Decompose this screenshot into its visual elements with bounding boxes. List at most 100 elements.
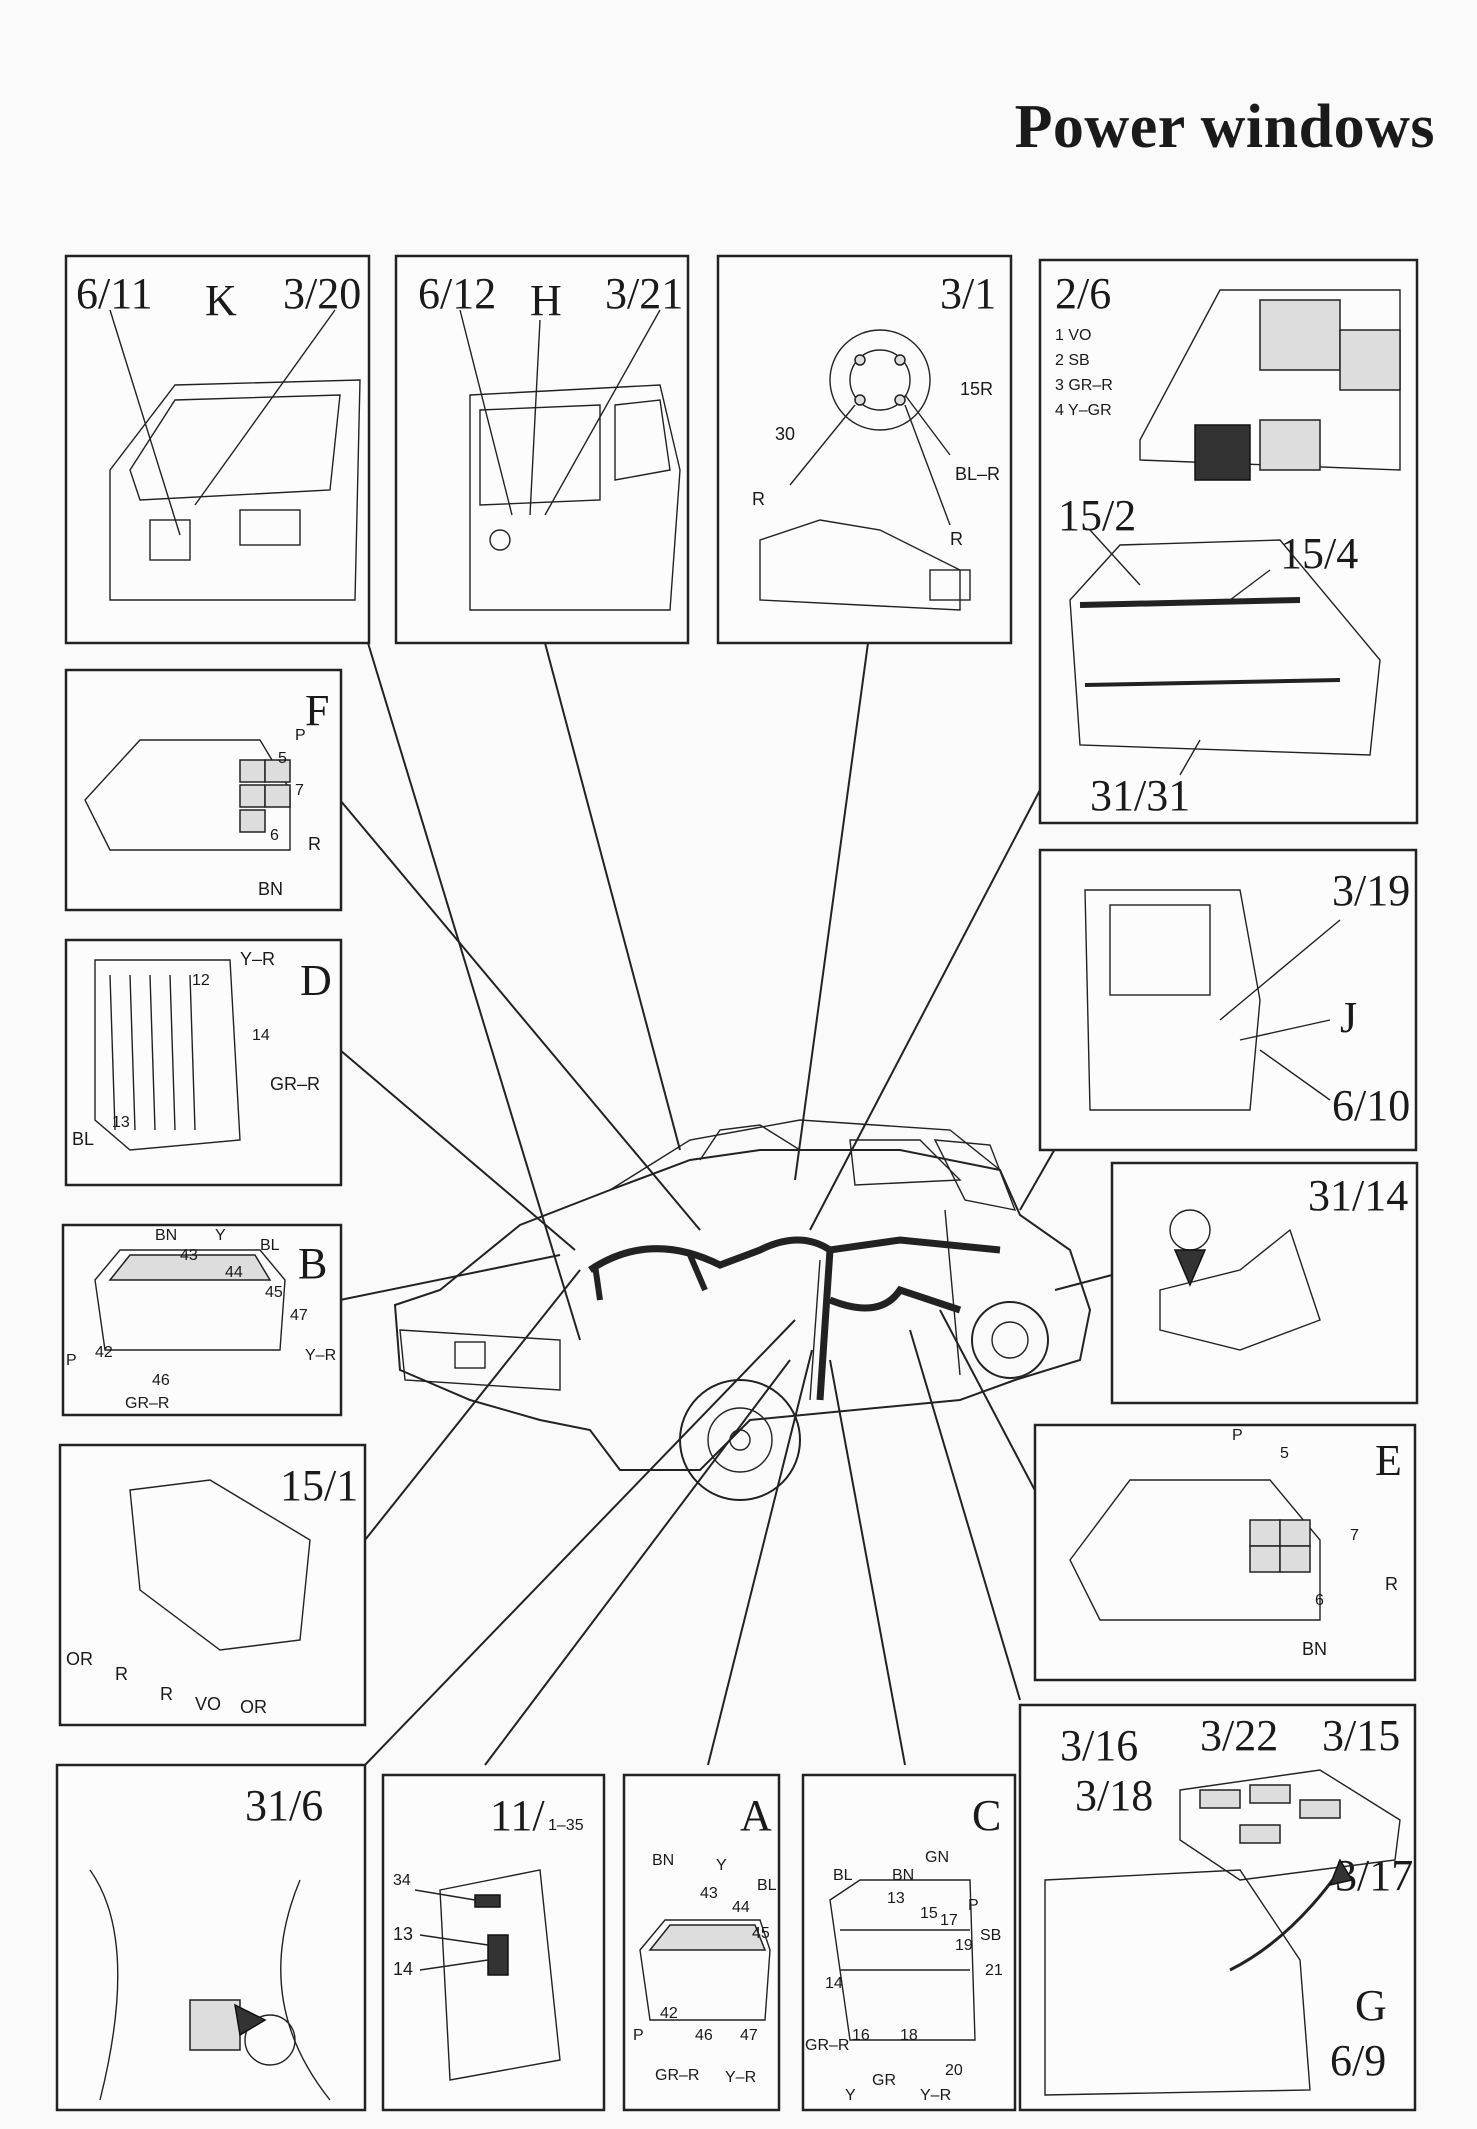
svg-text:G: G <box>1355 1981 1387 2030</box>
svg-text:BN: BN <box>258 879 283 899</box>
svg-text:OR: OR <box>240 1697 267 1717</box>
svg-text:BN: BN <box>652 1852 674 1869</box>
svg-text:6: 6 <box>270 827 279 844</box>
svg-text:R: R <box>1385 1574 1398 1594</box>
panel-6-11: 6/11 K 3/20 <box>64 254 371 645</box>
label-E: E <box>1375 1436 1402 1485</box>
svg-text:13: 13 <box>112 1114 130 1131</box>
svg-text:17: 17 <box>940 1912 958 1929</box>
svg-text:13: 13 <box>887 1890 905 1907</box>
label-3-19: 3/19 <box>1332 866 1410 915</box>
panel-F: F P 5 7 6 R BN <box>64 668 343 912</box>
label-3-1: 3/1 <box>940 269 996 318</box>
svg-text:3/15: 3/15 <box>1322 1711 1400 1760</box>
svg-text:R: R <box>308 834 321 854</box>
panel-11: 11/ 1–35 34 13 14 <box>381 1773 606 2112</box>
label-3-20: 3/20 <box>283 269 361 318</box>
panel-3-1: 3/1 15R 30 BL–R R R <box>716 254 1013 645</box>
svg-text:12: 12 <box>192 972 210 989</box>
svg-text:43: 43 <box>700 1885 718 1902</box>
panel-2-6: 2/6 1 VO 2 SB 3 GR–R 4 Y–GR 15/2 15/4 31… <box>1038 258 1419 825</box>
label-31-6: 31/6 <box>245 1781 323 1830</box>
svg-text:34: 34 <box>393 1872 411 1889</box>
svg-text:44: 44 <box>225 1264 243 1281</box>
svg-text:GR: GR <box>872 2072 896 2089</box>
panel-B: B BN Y BL 43 44 45 47 Y–R P 42 46 GR–R <box>61 1223 343 1417</box>
svg-text:BN: BN <box>1302 1639 1327 1659</box>
svg-text:5: 5 <box>278 750 287 767</box>
label-D: D <box>300 956 332 1005</box>
svg-text:5: 5 <box>1280 1445 1289 1462</box>
svg-text:16: 16 <box>852 2027 870 2044</box>
svg-text:1 VO: 1 VO <box>1055 327 1091 344</box>
svg-text:46: 46 <box>152 1372 170 1389</box>
svg-text:Y–R: Y–R <box>240 949 275 969</box>
svg-text:4 Y–GR: 4 Y–GR <box>1055 402 1112 419</box>
label-15-1: 15/1 <box>280 1461 358 1510</box>
svg-text:14: 14 <box>393 1959 413 1979</box>
svg-text:R: R <box>115 1664 128 1684</box>
svg-text:P: P <box>968 1897 979 1914</box>
svg-text:P: P <box>633 2027 644 2044</box>
svg-text:15: 15 <box>920 1905 938 1922</box>
label-2-6: 2/6 <box>1055 269 1111 318</box>
label-J: J <box>1340 993 1357 1042</box>
svg-text:2 SB: 2 SB <box>1055 352 1090 369</box>
label-31-14: 31/14 <box>1308 1171 1408 1220</box>
svg-text:VO: VO <box>195 1694 221 1714</box>
svg-text:Y: Y <box>845 2087 856 2104</box>
svg-text:20: 20 <box>945 2062 963 2079</box>
svg-text:3/16: 3/16 <box>1060 1721 1138 1770</box>
label-F: F <box>305 686 329 735</box>
svg-text:BN: BN <box>155 1227 177 1244</box>
svg-text:46: 46 <box>695 2027 713 2044</box>
svg-text:45: 45 <box>265 1284 283 1301</box>
svg-text:BN: BN <box>892 1867 914 1884</box>
svg-text:21: 21 <box>985 1962 1003 1979</box>
svg-text:47: 47 <box>290 1307 308 1324</box>
svg-text:P: P <box>295 727 306 744</box>
label-6-10: 6/10 <box>1332 1081 1410 1130</box>
svg-text:7: 7 <box>1350 1527 1359 1544</box>
svg-text:GR–R: GR–R <box>655 2067 699 2084</box>
svg-text:13: 13 <box>393 1924 413 1944</box>
svg-text:1–35: 1–35 <box>548 1817 584 1834</box>
svg-text:BL: BL <box>260 1237 280 1254</box>
svg-text:43: 43 <box>180 1247 198 1264</box>
label-3-21: 3/21 <box>605 269 683 318</box>
panel-E: E P 5 7 R 6 BN <box>1033 1423 1417 1682</box>
label-A: A <box>740 1791 772 1840</box>
svg-text:6/9: 6/9 <box>1330 2036 1386 2085</box>
svg-text:BL: BL <box>757 1877 777 1894</box>
svg-text:6: 6 <box>1315 1592 1324 1609</box>
svg-text:GR–R: GR–R <box>805 2037 849 2054</box>
svg-text:Y–R: Y–R <box>305 1347 336 1364</box>
label-C: C <box>972 1791 1001 1840</box>
svg-text:7: 7 <box>295 782 304 799</box>
svg-text:OR: OR <box>66 1649 93 1669</box>
panel-31-14: 31/14 <box>1110 1161 1419 1405</box>
svg-text:14: 14 <box>252 1027 270 1044</box>
panel-15-1: 15/1 OR R R VO OR <box>58 1443 367 1727</box>
panel-A: A BN Y BL 43 44 45 P 42 46 47 GR–R Y–R <box>622 1773 781 2112</box>
svg-text:R: R <box>752 489 765 509</box>
svg-text:15/4: 15/4 <box>1280 529 1358 578</box>
svg-text:3/22: 3/22 <box>1200 1711 1278 1760</box>
svg-text:P: P <box>1232 1427 1243 1444</box>
svg-text:3/18: 3/18 <box>1075 1771 1153 1820</box>
svg-text:15/2: 15/2 <box>1058 491 1136 540</box>
svg-text:42: 42 <box>95 1344 113 1361</box>
svg-text:19: 19 <box>955 1937 973 1954</box>
svg-text:BL: BL <box>72 1129 94 1149</box>
label-H: H <box>530 276 562 325</box>
svg-text:GR–R: GR–R <box>125 1395 169 1412</box>
label-6-12: 6/12 <box>418 269 496 318</box>
svg-text:3 GR–R: 3 GR–R <box>1055 377 1113 394</box>
svg-text:GR–R: GR–R <box>270 1074 320 1094</box>
label-11: 11/ <box>490 1791 545 1840</box>
page-title: Power windows <box>1014 93 1435 161</box>
svg-text:GN: GN <box>925 1849 949 1866</box>
svg-text:31/31: 31/31 <box>1090 771 1190 820</box>
svg-text:BL: BL <box>833 1867 853 1884</box>
